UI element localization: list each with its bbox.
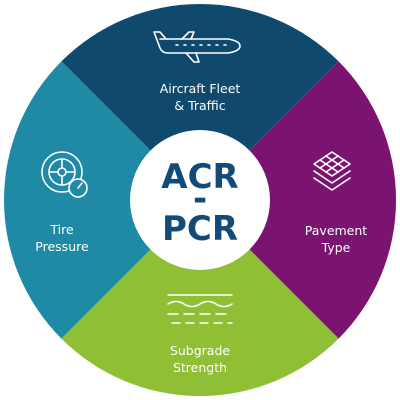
- center-title-line1: ACR: [161, 157, 238, 197]
- segment-subgrade-label-line2: Strength: [173, 360, 227, 375]
- center-title-dash: -: [193, 179, 207, 219]
- segment-aircraft-label-line2: & Traffic: [174, 98, 225, 113]
- segment-aircraft: [61, 3, 339, 200]
- pavement-layers-icon: [313, 151, 351, 191]
- segment-pavement-label-line1: Pavement: [305, 223, 368, 238]
- segment-subgrade: [61, 200, 339, 397]
- segment-tire-label-line2: Pressure: [35, 239, 89, 254]
- soil-layers-icon: [167, 294, 233, 324]
- segment-tire: [3, 61, 201, 339]
- segment-aircraft-label-line1: Aircraft Fleet: [160, 81, 241, 96]
- segment-pavement-label-line2: Type: [321, 240, 351, 255]
- tire-gauge-icon: [41, 151, 88, 198]
- center-title-line3: PCR: [162, 209, 238, 249]
- airplane-icon: [153, 31, 241, 63]
- center-circle: [130, 130, 270, 270]
- segment-pavement: [200, 61, 397, 339]
- segment-subgrade-label-line1: Subgrade: [170, 343, 230, 358]
- segment-tire-label-line1: Tire: [49, 222, 74, 237]
